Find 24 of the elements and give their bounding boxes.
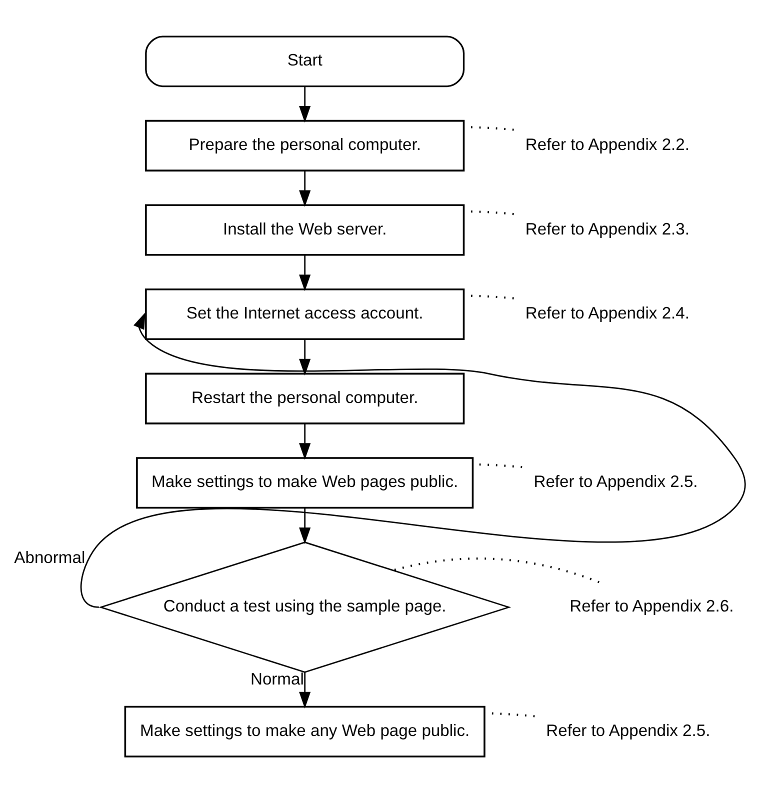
node-diamond: Conduct a test using the sample page. xyxy=(98,542,512,673)
node-box: Prepare the personal computer. xyxy=(145,120,465,172)
connector xyxy=(392,558,600,584)
arrow xyxy=(299,508,311,544)
node-box: Set the Internet access account. xyxy=(145,288,465,340)
arrow xyxy=(299,424,311,460)
node-box: Restart the personal computer. xyxy=(145,372,465,424)
node-text: Refer to Appendix 2.6. xyxy=(570,596,734,616)
arrow xyxy=(299,254,311,292)
arrow xyxy=(299,170,311,207)
node-box: Install the Web server. xyxy=(145,204,465,256)
node-box: Make settings to make Web pages public. xyxy=(136,457,474,509)
node-text: Refer to Appendix 2.3. xyxy=(525,219,690,238)
arrow xyxy=(299,672,311,708)
node-text: Refer to Appendix 2.2. xyxy=(525,134,690,154)
arrow xyxy=(299,339,311,376)
arrow xyxy=(80,312,746,608)
node-text: Refer to Appendix 2.4. xyxy=(525,304,690,323)
node-text: Refer to Appendix 2.5. xyxy=(534,472,698,492)
node-box: Start xyxy=(145,36,465,88)
arrow xyxy=(299,86,311,123)
node-box: Make settings to make any Web page public. xyxy=(124,706,486,758)
node-text: Refer to Appendix 2.5. xyxy=(546,720,710,740)
edge-label: Abnormal xyxy=(14,548,86,568)
